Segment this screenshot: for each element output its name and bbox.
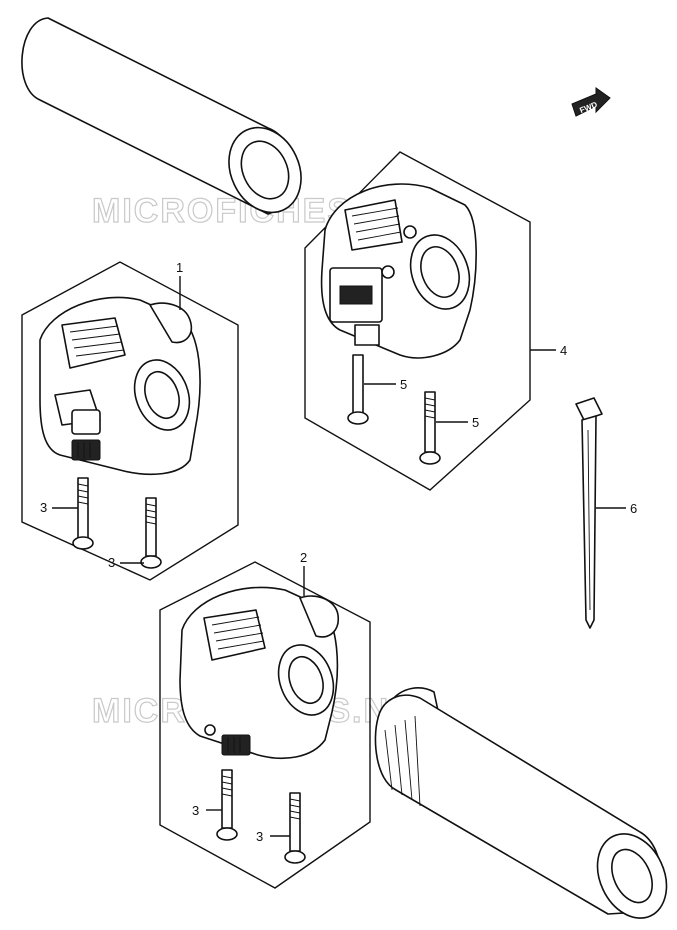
- callout-2: 2: [300, 550, 307, 565]
- switch-assembly-4-icon: [320, 183, 477, 359]
- callout-3b: 3: [108, 555, 115, 570]
- group-box-1: [21, 261, 239, 581]
- callout-5a: 5: [400, 377, 407, 392]
- fwd-arrow-icon: FWD: [571, 87, 611, 117]
- callout-4: 4: [560, 343, 567, 358]
- grip-right-icon: [374, 687, 668, 919]
- grip-left-icon: [21, 17, 302, 215]
- cable-tie-6-icon: [575, 397, 603, 629]
- group-box-4: [304, 151, 531, 491]
- callout-1: 1: [176, 260, 183, 275]
- callout-3c: 3: [192, 803, 199, 818]
- callout-3d: 3: [256, 829, 263, 844]
- switch-assembly-2-icon: [179, 586, 340, 760]
- callout-6: 6: [630, 501, 637, 516]
- switch-assembly-1-icon: [39, 296, 201, 476]
- callout-3a: 3: [40, 500, 47, 515]
- screw-3a-icon: [72, 477, 94, 550]
- screw-3c-icon: [216, 769, 238, 841]
- screw-3d-icon: [284, 792, 306, 864]
- screw-5a-icon: [347, 354, 369, 425]
- screw-5b-icon: [419, 391, 441, 465]
- group-box-2: [159, 561, 371, 889]
- callout-5b: 5: [472, 415, 479, 430]
- screw-3b-icon: [140, 497, 162, 569]
